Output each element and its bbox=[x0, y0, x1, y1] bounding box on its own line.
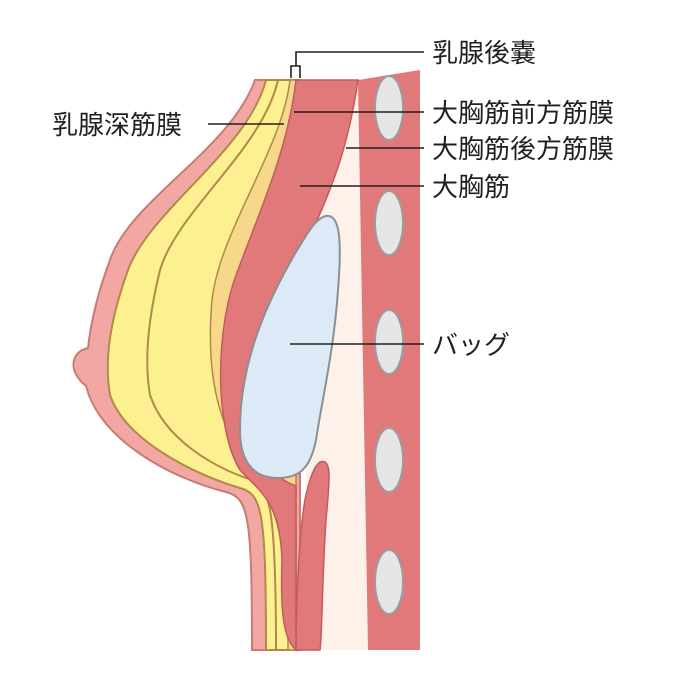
rib-1 bbox=[374, 75, 404, 141]
implant-bag bbox=[238, 214, 341, 480]
label-pectoralis-major: 大胸筋 bbox=[432, 173, 510, 203]
leader-retromammary bbox=[290, 51, 424, 78]
rib-3 bbox=[374, 309, 404, 375]
lower-muscle-tongue bbox=[295, 460, 330, 651]
rib-2 bbox=[374, 190, 404, 256]
leader-lines bbox=[208, 51, 424, 345]
rib-4 bbox=[374, 427, 404, 493]
label-retromammary-space: 乳腺後嚢 bbox=[432, 39, 536, 69]
rib-5 bbox=[374, 549, 404, 615]
label-pectoralis-posterior-fascia: 大胸筋後方筋膜 bbox=[432, 135, 614, 165]
label-implant: バッグ bbox=[432, 331, 510, 361]
label-deep-fascia: 乳腺深筋膜 bbox=[52, 111, 182, 141]
label-pectoralis-anterior-fascia: 大胸筋前方筋膜 bbox=[432, 99, 614, 129]
ribs bbox=[374, 75, 404, 615]
